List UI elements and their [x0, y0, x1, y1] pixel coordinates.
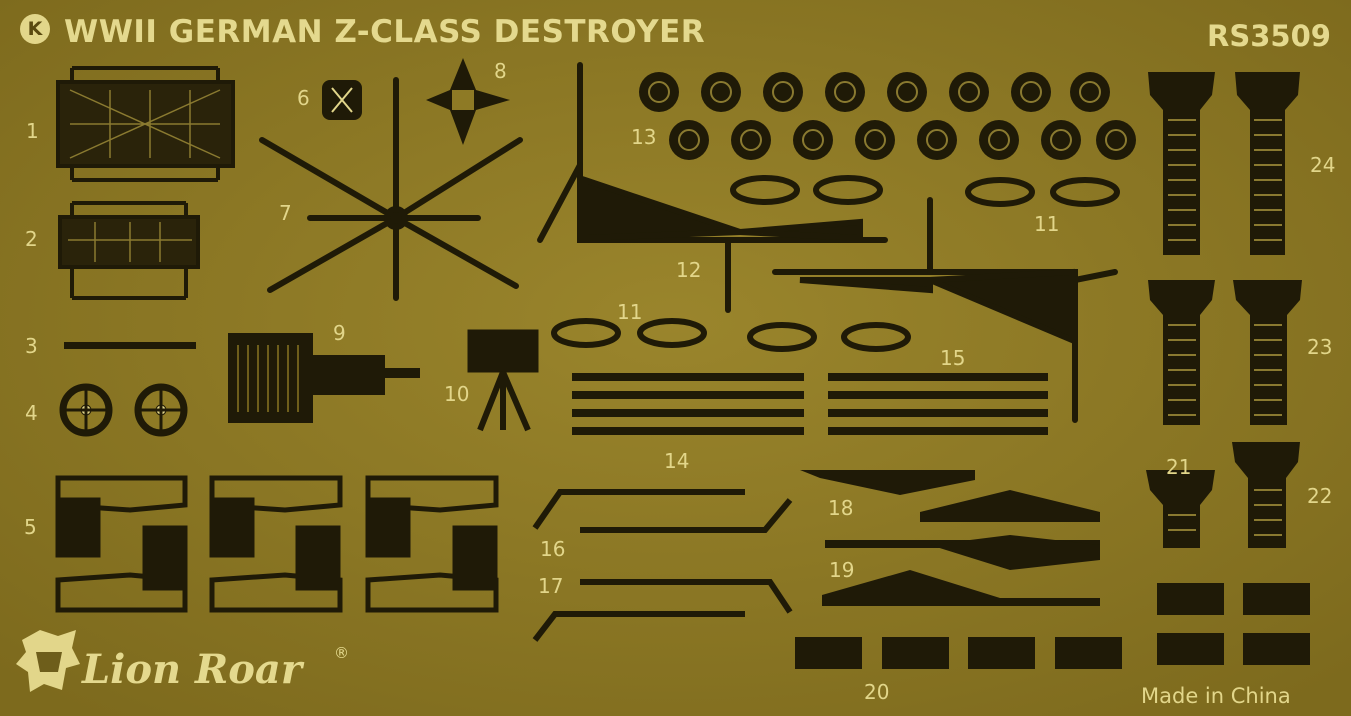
part-label-1: 1 — [26, 119, 39, 143]
part-label-3: 3 — [25, 334, 38, 358]
lion-head-icon — [16, 630, 80, 692]
part-label-19: 19 — [829, 558, 855, 582]
part-label-17: 17 — [538, 574, 564, 598]
part-12-davit — [537, 62, 888, 313]
part-label-13: 13 — [631, 125, 657, 149]
part-label-14: 14 — [664, 449, 690, 473]
registered-mark: ® — [334, 644, 349, 662]
part-label-9: 9 — [333, 321, 346, 345]
part-label-10: 10 — [444, 382, 470, 406]
manufacturer-badge: K — [20, 14, 50, 44]
part-2-platform — [58, 201, 200, 300]
part-5-brackets — [55, 475, 499, 613]
part-label-16: 16 — [540, 537, 566, 561]
part-13-wheel-array — [639, 72, 1136, 160]
part-label-20: 20 — [864, 680, 890, 704]
brand-name: Lion Roar — [82, 646, 302, 693]
part-label-23: 23 — [1307, 335, 1333, 359]
part-label-18: 18 — [828, 496, 854, 520]
part-label-11-lower: 11 — [617, 300, 643, 324]
part-label-5: 5 — [24, 515, 37, 539]
part-4-wheels — [59, 383, 188, 437]
part-14-rails — [572, 373, 1048, 435]
part-7-star-spider — [259, 77, 523, 301]
part-3-rod — [64, 342, 196, 349]
part-21-24-ladders — [1146, 72, 1302, 548]
part-9-searchlight-platform — [228, 333, 420, 423]
part-11-links-lower — [551, 318, 911, 352]
part-15-davit — [772, 197, 1118, 423]
part-1-grating — [56, 66, 235, 182]
part-10-tripod — [467, 329, 539, 432]
sheet-title: WWII GERMAN Z-CLASS DESTROYER — [64, 14, 706, 50]
part-label-6: 6 — [297, 86, 310, 110]
ladder-rungs — [1168, 119, 1282, 536]
part-label-2: 2 — [25, 227, 38, 251]
part-label-8: 8 — [494, 59, 507, 83]
part-6-small-part — [322, 80, 362, 120]
part-20-small-frames — [795, 583, 1310, 669]
part-13-wheel-hubs — [648, 81, 1127, 151]
origin-text: Made in China — [1141, 684, 1291, 708]
part-8-cross-plate — [426, 58, 510, 145]
part-18-19-trusses — [800, 470, 1100, 606]
part-16-17-bent-rails — [532, 489, 793, 642]
product-code: RS3509 — [1207, 19, 1331, 53]
part-label-11-upper: 11 — [1034, 212, 1060, 236]
part-11-links-upper — [730, 175, 1120, 207]
part-label-15: 15 — [940, 346, 966, 370]
part-label-24: 24 — [1310, 153, 1336, 177]
part-label-22: 22 — [1307, 484, 1333, 508]
part-label-4: 4 — [25, 401, 38, 425]
part-label-7: 7 — [279, 201, 292, 225]
part-label-12: 12 — [676, 258, 702, 282]
part-label-21: 21 — [1166, 455, 1192, 479]
